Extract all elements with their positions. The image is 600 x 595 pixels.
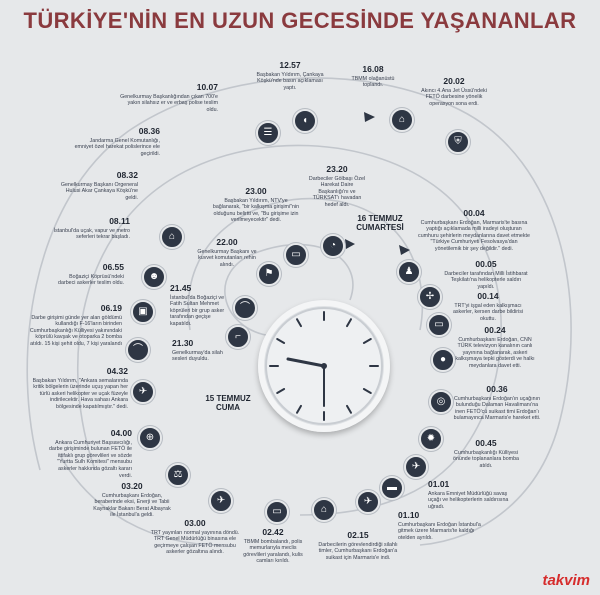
bridge-icon: ⌒ — [233, 296, 257, 320]
target-icon: ◎ — [429, 390, 453, 414]
train-icon: ▣ — [131, 300, 155, 324]
crosshair-icon: ⊕ — [138, 426, 162, 450]
jet-icon: ✈ — [131, 380, 155, 404]
day-label-15-temmuz: 15 TEMMUZ CUMA — [196, 394, 260, 412]
tv-icon: ▭ — [427, 313, 451, 337]
person-icon: ● — [431, 348, 455, 372]
gun-icon: ⌐ — [226, 325, 250, 349]
explosion-icon: ✹ — [419, 427, 443, 451]
crowd-icon: ♟ — [397, 260, 421, 284]
building-icon: ⌂ — [390, 108, 414, 132]
car-icon: ▬ — [380, 476, 404, 500]
day-label-16-temmuz: 16 TEMMUZ CUMARTESİ — [350, 214, 410, 232]
tv-icon: ▭ — [284, 243, 308, 267]
flag-icon: ⚑ — [257, 262, 281, 286]
officer-icon: ☻ — [142, 265, 166, 289]
gavel-icon: ⚖ — [166, 463, 190, 487]
jet-icon: ✈ — [404, 455, 428, 479]
hour-hand — [286, 357, 326, 368]
building-icon: ⌂ — [312, 498, 336, 522]
arrow-icon — [399, 245, 410, 255]
jet-icon: ✈ — [356, 490, 380, 514]
takvim-logo: takvim — [542, 572, 590, 589]
speaker-icon: ◖ — [293, 109, 317, 133]
day-label-text: 15 TEMMUZ CUMA — [205, 394, 251, 413]
building-icon: ⌂ — [160, 225, 184, 249]
helicopter-icon: ✢ — [418, 285, 442, 309]
soldiers-icon: ☰ — [256, 121, 280, 145]
tv-icon: ▭ — [265, 500, 289, 524]
satellite-dish-icon: ◔ — [321, 234, 345, 258]
arrow-icon — [345, 239, 355, 249]
bridge-icon: ⌒ — [126, 338, 150, 362]
shield-icon: ⛨ — [446, 130, 470, 154]
day-label-text: 16 TEMMUZ CUMARTESİ — [356, 214, 404, 233]
plane-icon: ✈ — [209, 489, 233, 513]
clock-face — [265, 307, 383, 425]
arrow-icon — [364, 112, 375, 122]
clock — [258, 300, 390, 432]
page-title: TÜRKİYE'NİN EN UZUN GECESİNDE YAŞANANLAR — [23, 8, 577, 33]
